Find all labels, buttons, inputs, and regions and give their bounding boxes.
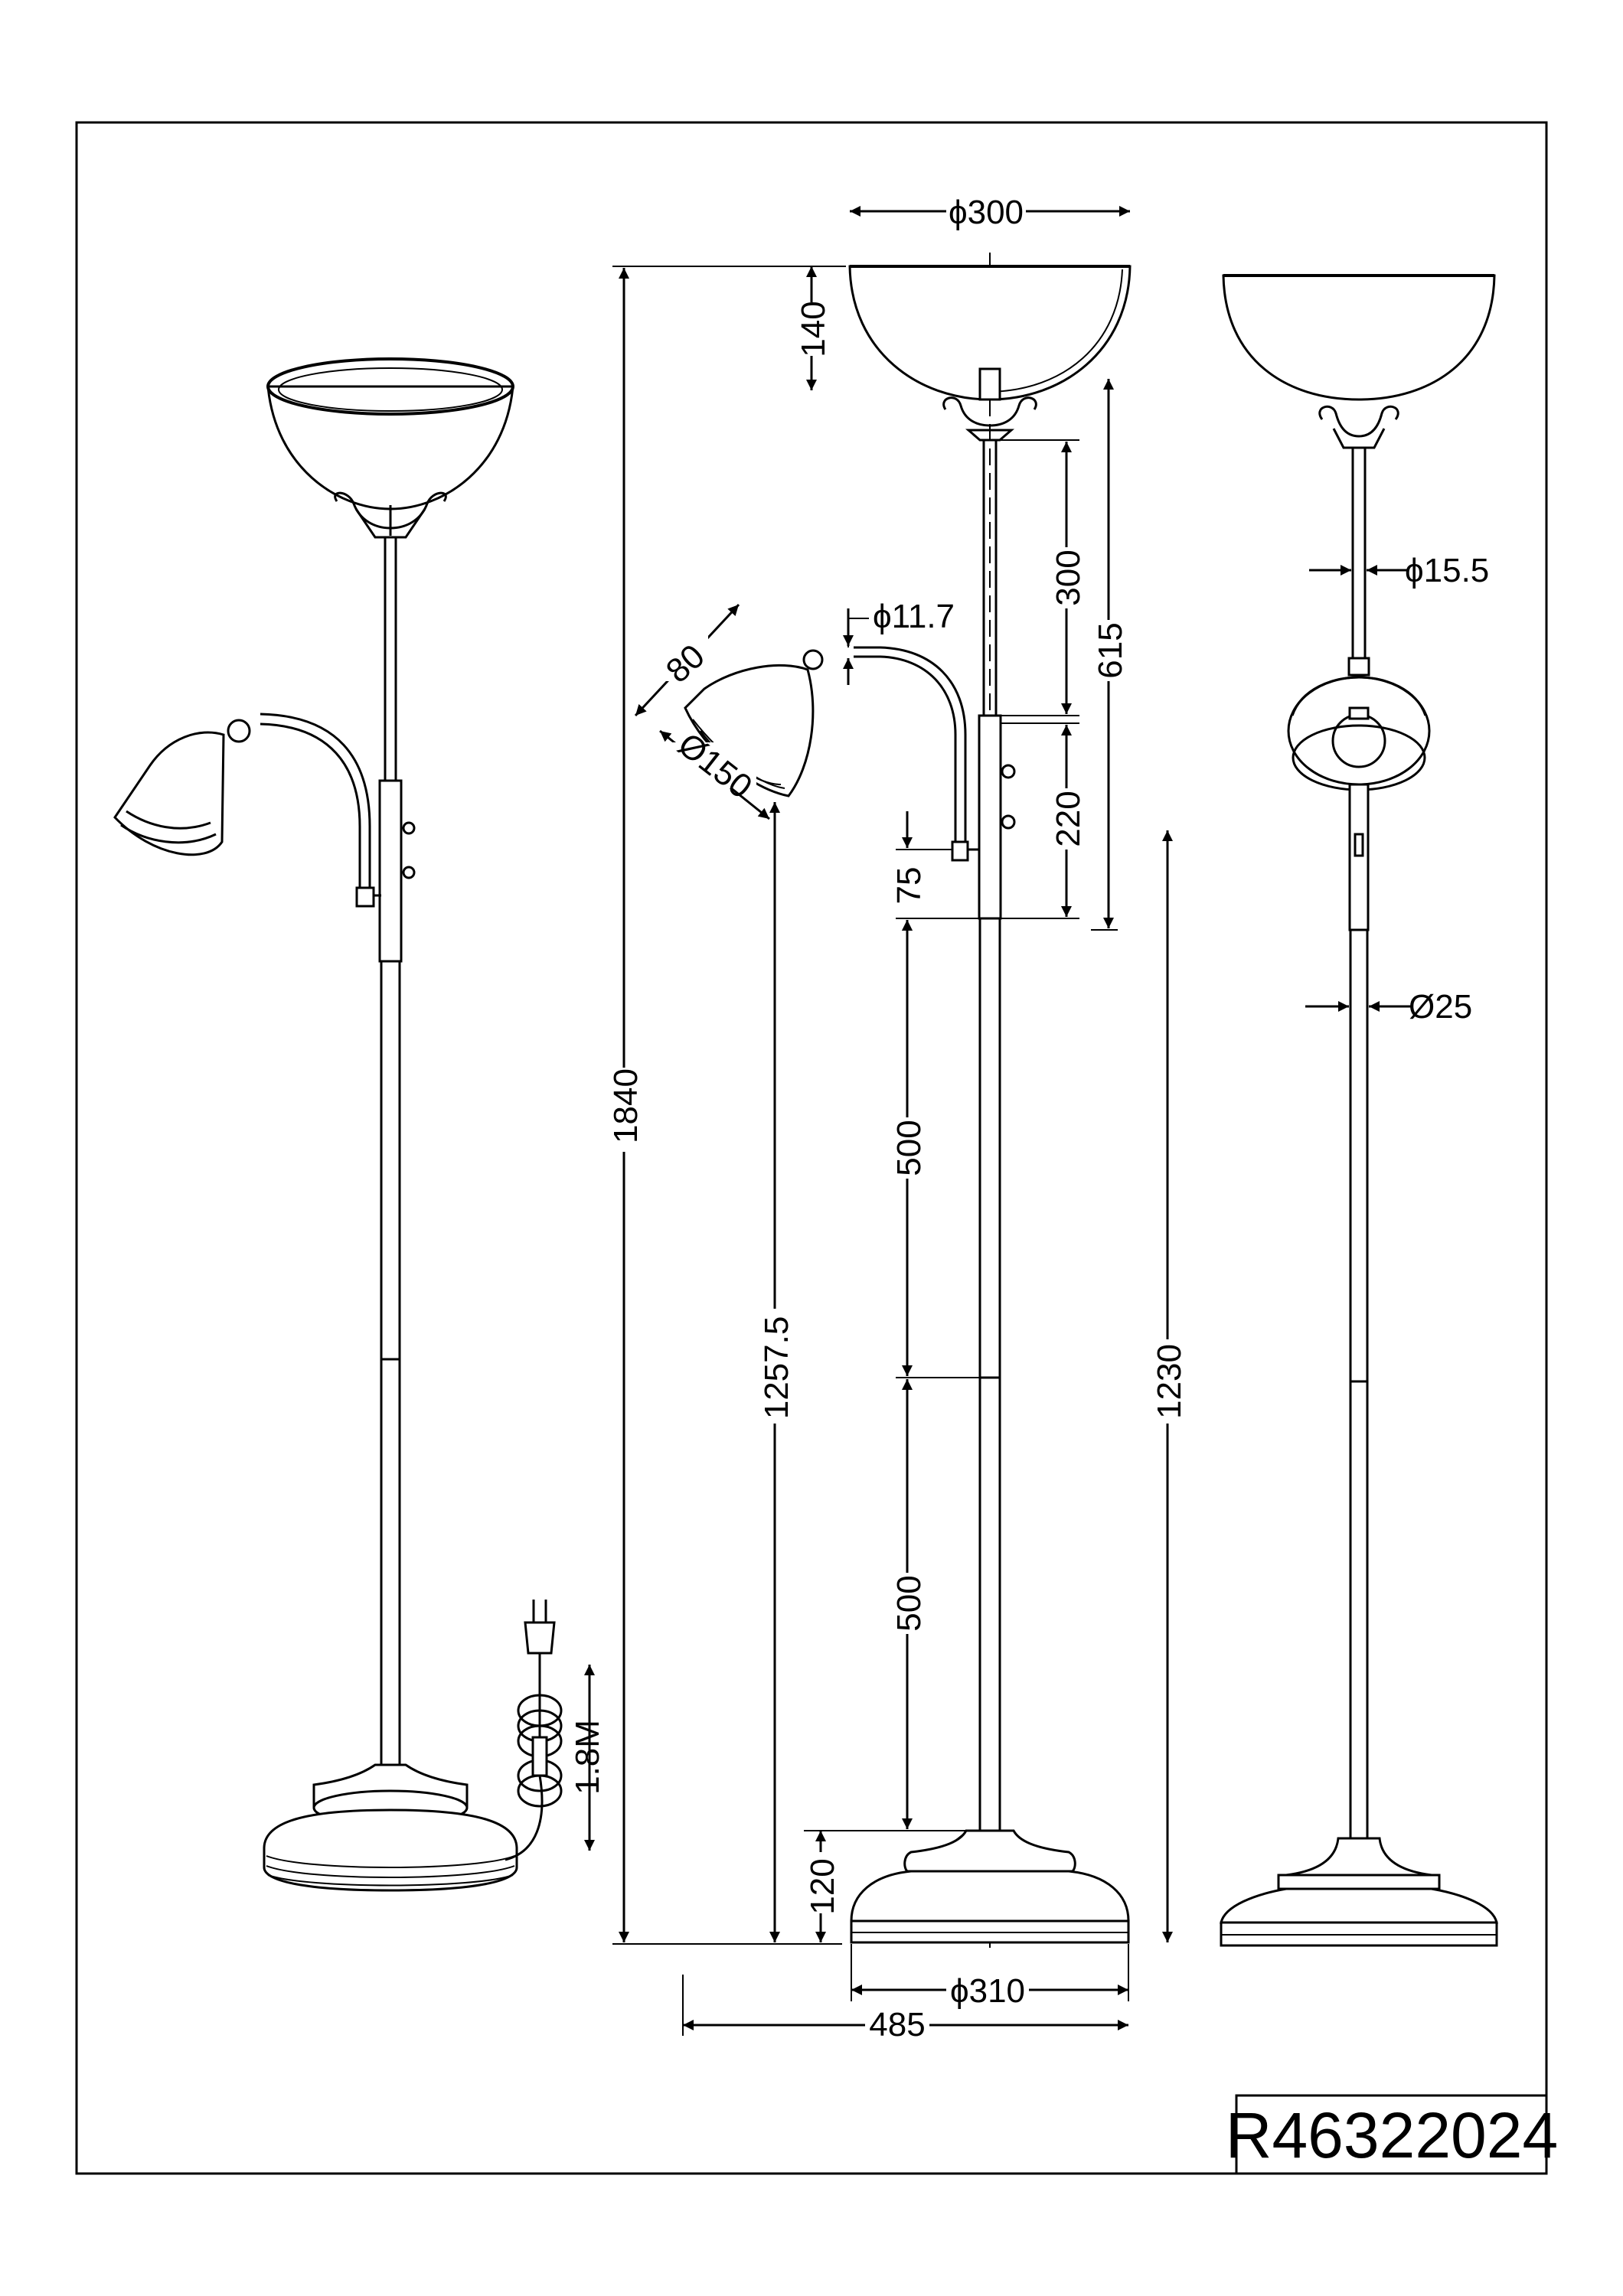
upper-section-label: 615 <box>1092 622 1129 678</box>
total-width-label: 485 <box>869 2006 925 2043</box>
product-code: R46322024 <box>1226 2099 1558 2171</box>
arm-diameter-label: ϕ11.7 <box>873 598 955 635</box>
upper-pole-diameter-label: ϕ15.5 <box>1405 552 1489 589</box>
side-elevation-view: ϕ300 140 1840 1257.5 120 500 500 <box>607 191 1132 2050</box>
base-diameter-label: ϕ310 <box>950 1972 1025 2010</box>
front-elevation-view: ϕ15.5 Ø25 1230 <box>1151 274 1498 1947</box>
shade-height-label: 140 <box>795 301 832 357</box>
reading-lamp-height-label: 1257.5 <box>758 1316 795 1420</box>
reading-pole-label: 300 <box>1050 550 1087 605</box>
lower-pole-diameter-label: Ø25 <box>1409 988 1472 1026</box>
cable-length-label: 1.8M <box>569 1720 606 1795</box>
shade-diameter-label: ϕ300 <box>949 194 1024 231</box>
perspective-view: 1.8M <box>113 357 606 1892</box>
upper-segment-label: 500 <box>890 1120 928 1176</box>
switch-offset-label: 75 <box>890 867 928 905</box>
drawing-frame <box>75 121 1548 2175</box>
lower-segment-label: 500 <box>890 1575 928 1631</box>
base-height-label: 120 <box>804 1858 841 1914</box>
product-code-box: R46322024 <box>1226 2094 1558 2175</box>
total-height-label: 1840 <box>607 1068 645 1143</box>
switch-height-label: 1230 <box>1151 1344 1188 1419</box>
switch-section-label: 220 <box>1050 791 1087 846</box>
